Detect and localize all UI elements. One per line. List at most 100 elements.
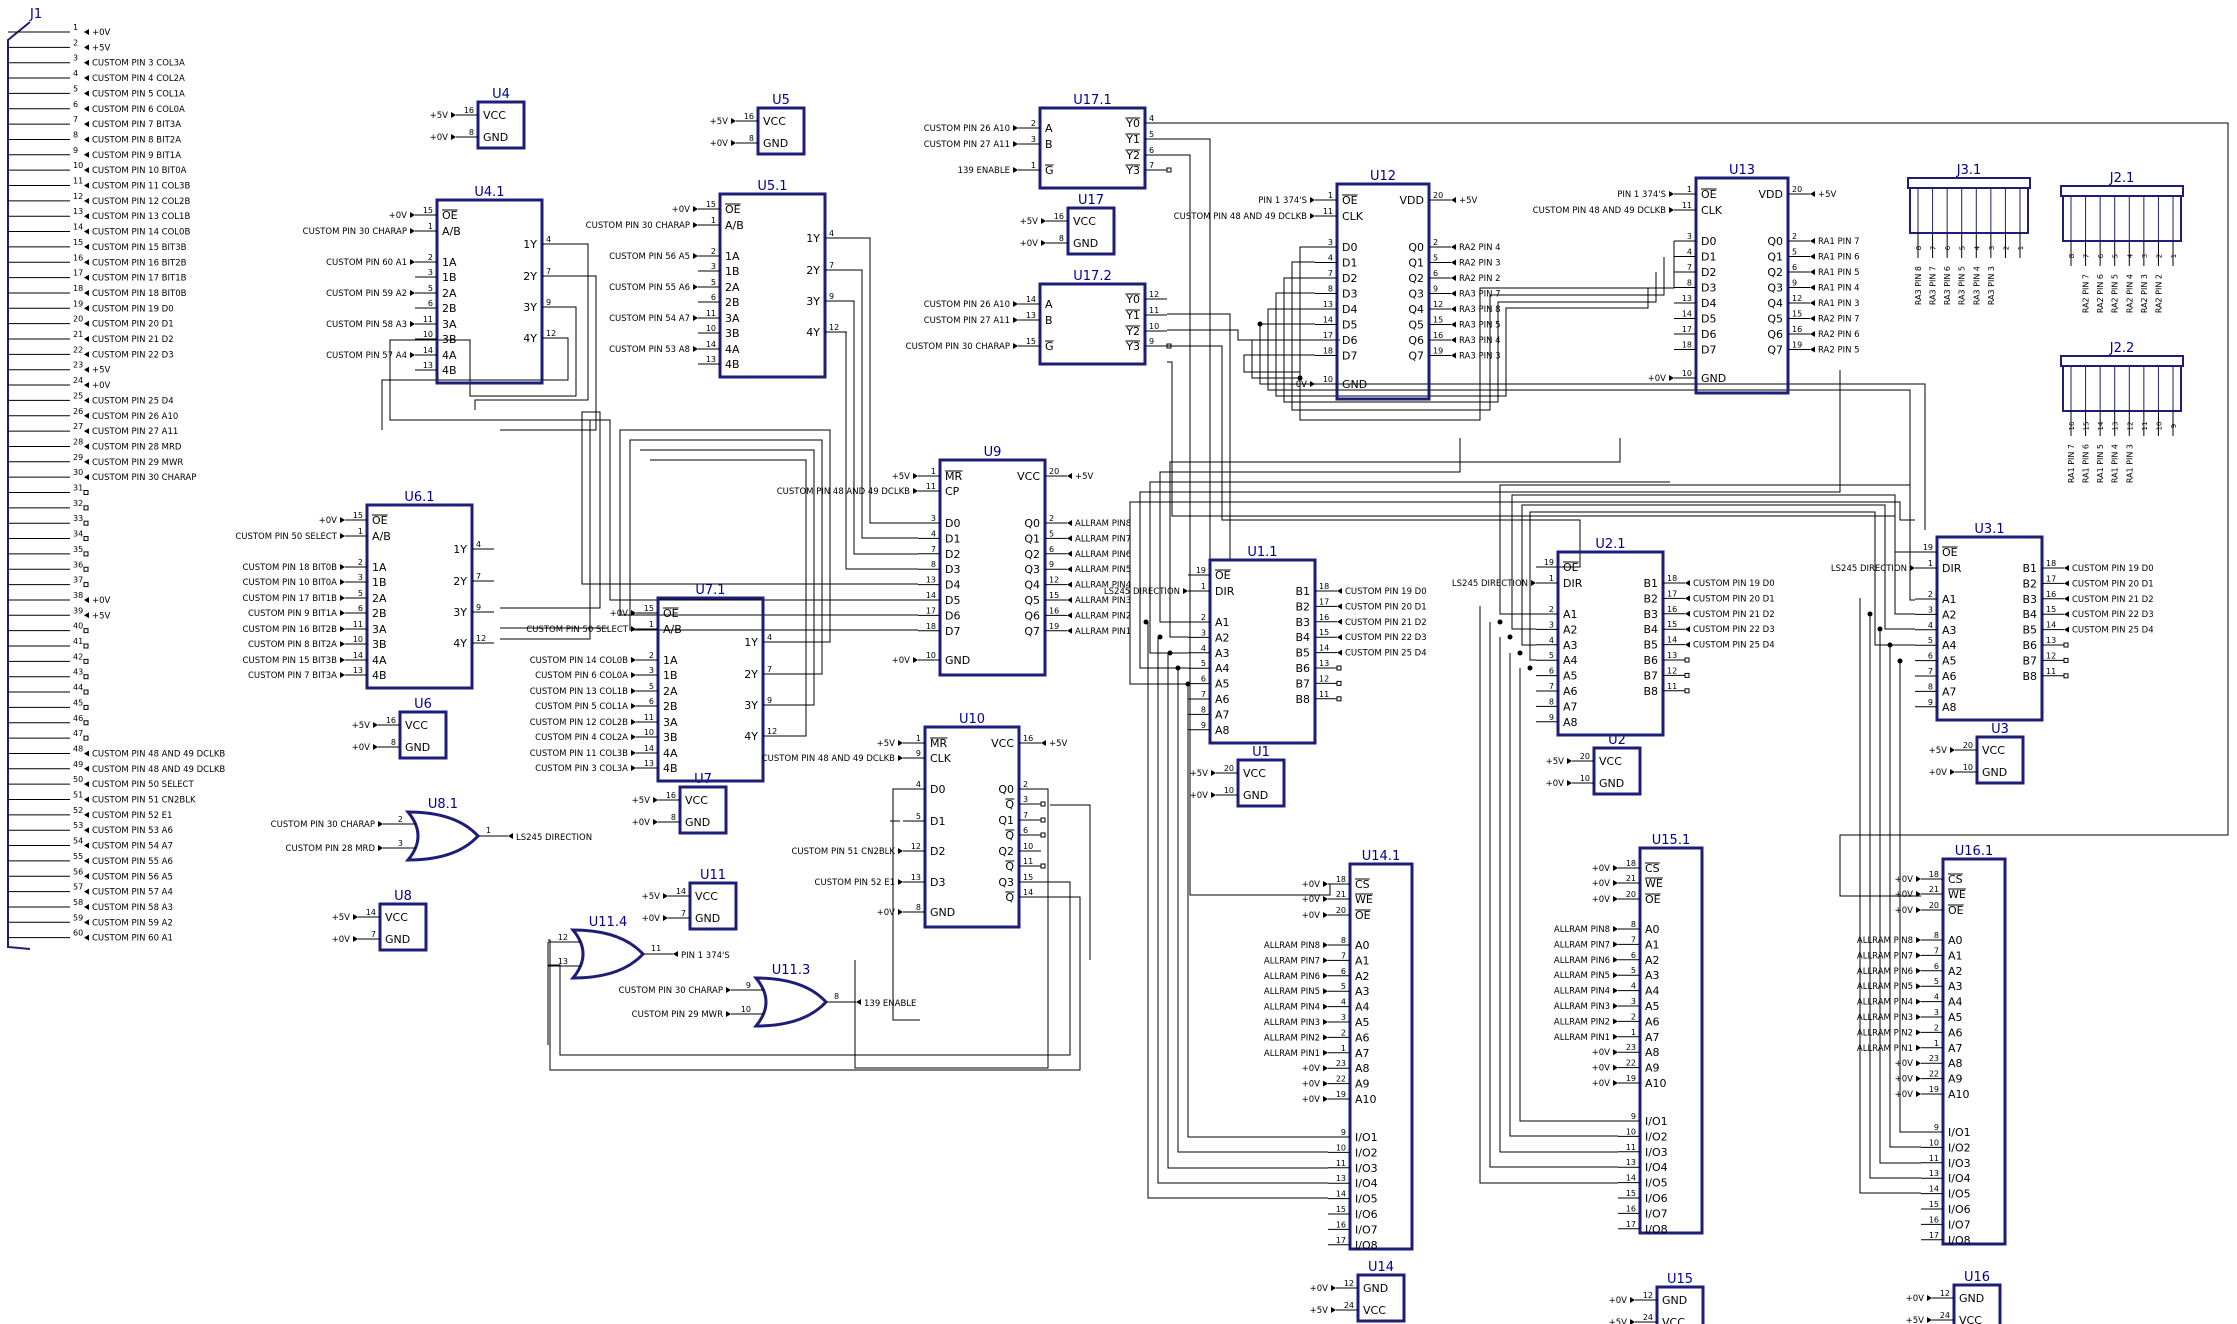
arrow-in: [340, 517, 345, 523]
pin-number: 11: [1149, 306, 1159, 315]
net-label: +0V: [430, 133, 449, 143]
arrow-in: [1323, 896, 1328, 902]
pin-number: 13: [1682, 294, 1692, 303]
net-label: CUSTOM PIN 50 SELECT: [526, 625, 628, 635]
pin-label: A3: [1355, 985, 1370, 998]
arrow-out: [1685, 610, 1690, 617]
pin-number: 4: [1341, 998, 1346, 1007]
arrow-in: [1916, 1014, 1921, 1020]
net-label: CUSTOM PIN 26 A10: [924, 124, 1010, 134]
wire: [1157, 637, 1328, 1184]
pin-number: 13: [353, 666, 363, 675]
pin-label: B6: [2022, 639, 2037, 652]
net-label: CUSTOM PIN 27 A11: [924, 140, 1010, 150]
chip-body: [1638, 846, 1704, 1235]
pin-number: 16: [73, 253, 83, 262]
pin-label: 1B: [372, 576, 387, 589]
pin-number: 15: [1336, 1205, 1346, 1214]
pin-number: 12: [558, 933, 568, 942]
arrow-out: [856, 999, 861, 1005]
pin-number: 13: [2046, 636, 2056, 645]
pin-label: 1A: [442, 256, 457, 269]
pin-label: B2: [2022, 577, 2037, 590]
pin-number: 20: [1049, 467, 1059, 476]
pin-label: D4: [1701, 297, 1716, 310]
arrow-out: [1810, 191, 1815, 197]
pin-number: 5: [358, 589, 363, 598]
pin-number: 3: [931, 514, 936, 523]
net-label: RA3 PIN 3: [1987, 266, 1996, 305]
chip-body: [1038, 282, 1147, 366]
no-connect: [1040, 832, 1046, 838]
pin-number: 1: [1928, 559, 1933, 568]
pin-number: 8: [1201, 705, 1206, 714]
pin-number: 7: [1934, 946, 1939, 955]
chip-ref: U7.1: [695, 583, 725, 598]
pin-label: A6: [1948, 1026, 1963, 1039]
pin-label: Q: [1005, 860, 1014, 873]
pin-label: CLK: [1342, 210, 1364, 223]
pin-label: Q6: [1024, 609, 1040, 622]
pin-number: 16: [464, 106, 474, 115]
arrow-out: [1810, 331, 1815, 337]
net-label: CUSTOM PIN 30 CHARAP: [271, 820, 375, 830]
pin-label: Q5: [1024, 594, 1040, 607]
pin-number: 6: [1934, 962, 1939, 971]
pin-number: 10: [73, 161, 83, 170]
pin-number: 13: [911, 873, 921, 882]
pin-number: 38: [73, 591, 83, 600]
arrow-in: [1013, 125, 1018, 131]
pin-number: 12: [2046, 651, 2056, 660]
pin-number: 22: [73, 345, 83, 354]
pin-number: 1: [1031, 161, 1036, 170]
arrow-out: [1067, 520, 1072, 526]
arrow-in: [1613, 926, 1618, 932]
chip-body: [1066, 206, 1116, 256]
wire: [640, 449, 815, 706]
wire: [1167, 653, 1328, 1169]
wire: [1869, 614, 1921, 1179]
pin-label: GND: [1599, 777, 1624, 790]
arrow-in: [631, 610, 636, 616]
pin-number: 19: [1929, 1085, 1939, 1094]
net-label: +0V: [1592, 879, 1611, 889]
arrow-in: [410, 259, 415, 265]
pin-number: 20: [1626, 890, 1636, 899]
pin-label: GND: [695, 912, 720, 925]
pin-number: 12: [2126, 422, 2134, 431]
arrow-in: [1613, 972, 1618, 979]
chip-ref: U15.1: [1652, 833, 1690, 848]
pin-label: OE: [372, 514, 388, 527]
pin-label: A4: [1645, 985, 1660, 998]
wire: [548, 896, 1081, 1071]
net-label: +0V: [672, 205, 691, 215]
chip-body: [656, 596, 765, 783]
pin-number: 2: [711, 247, 716, 256]
pin-number: 9: [1341, 1128, 1346, 1137]
pin-label: GND: [685, 816, 710, 829]
pin-label: Q3: [1408, 288, 1424, 301]
net-label: CUSTOM PIN 5 COL1A: [535, 702, 628, 712]
arrow-out: [84, 167, 89, 174]
pin-label: 2B: [372, 607, 387, 620]
pin-number: 17: [1626, 1220, 1636, 1229]
pin-label: VCC: [763, 115, 786, 128]
pin-label: B3: [1643, 608, 1658, 621]
wire: [1167, 329, 1340, 341]
arrow-in: [1567, 758, 1572, 764]
pin-number: 4: [1687, 248, 1692, 257]
pin-number: 5: [649, 682, 654, 691]
pin-number: 2: [1049, 514, 1054, 523]
net-label: RA1 PIN 5: [1818, 268, 1860, 278]
net-label: ALLRAM PIN7: [1264, 956, 1320, 966]
net-label: CUSTOM PIN 10 BIT0A: [92, 166, 187, 176]
pin-label: D2: [1342, 272, 1357, 285]
no-connect: [83, 536, 89, 542]
arrow-in: [340, 641, 345, 647]
net-label: ALLRAM PIN7: [1075, 534, 1131, 544]
arrow-in: [340, 626, 345, 632]
net-label: CUSTOM PIN 20 D1: [1345, 602, 1427, 612]
wire: [548, 881, 1071, 1056]
